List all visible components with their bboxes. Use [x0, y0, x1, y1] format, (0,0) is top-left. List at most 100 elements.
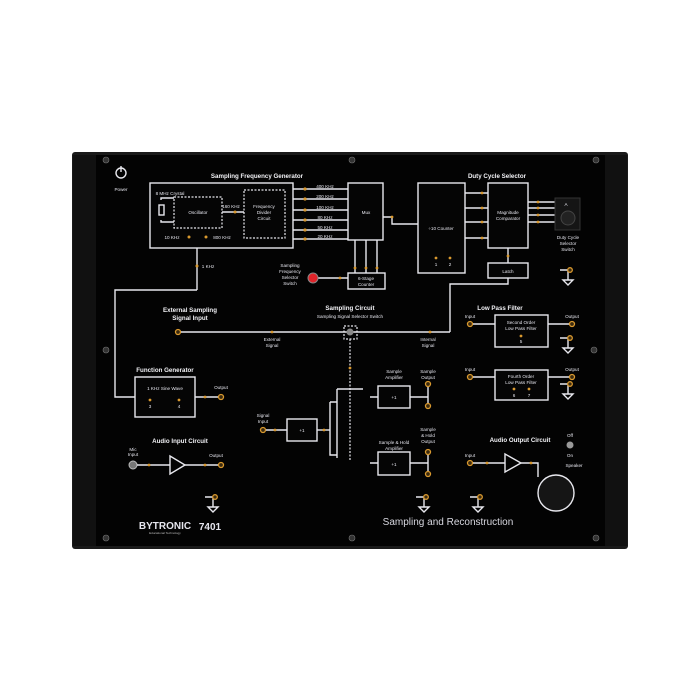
duty-switch-label: Selector	[560, 241, 577, 246]
mic-label: Mic	[129, 447, 137, 452]
pin-label: 6	[513, 393, 516, 398]
function-generator	[134, 376, 196, 418]
freq-output-pin[interactable]	[303, 187, 307, 191]
sampling-subtitle: Sampling Signal Selector Switch	[317, 314, 384, 319]
lpf-output-jack[interactable]	[568, 320, 576, 328]
power-icon[interactable]	[115, 166, 127, 179]
second-order-lpf	[494, 314, 549, 348]
funcgen-output-jack[interactable]	[217, 393, 225, 401]
comparator-label: Magnitude	[497, 210, 519, 215]
audio-out-input-jack[interactable]	[466, 459, 474, 467]
lpf-input-label: Input	[465, 314, 476, 319]
sh-output-jack[interactable]	[424, 448, 432, 456]
crystal-icon	[158, 204, 165, 216]
sample-output-label: Sample	[420, 369, 436, 374]
f1-label: 1 KHz	[202, 264, 215, 269]
lpf-output-jack[interactable]	[568, 373, 576, 381]
ext-input-title: External Sampling	[163, 307, 217, 314]
six-stage-counter	[347, 272, 386, 290]
switch-mark: A	[564, 202, 568, 207]
side-rail-right	[605, 155, 627, 546]
speaker	[537, 474, 575, 512]
brand-logo: BYTRONIC	[139, 521, 191, 532]
ext-input-jack[interactable]	[174, 328, 182, 336]
svg-text:Frequency: Frequency	[279, 269, 301, 274]
screws	[102, 156, 600, 542]
gain-label: +1	[391, 462, 397, 467]
lpf-input-jack[interactable]	[466, 373, 474, 381]
lpf-input-label: Input	[465, 367, 476, 372]
duty-switch-label: Duty Cycle	[557, 235, 580, 240]
sample-amp-label: Amplifier	[385, 375, 403, 380]
audio-in-title: Audio Input Circuit	[152, 438, 208, 445]
divider-label: Circuit	[257, 216, 271, 221]
sample-output-label: Output	[421, 375, 436, 380]
freq-output-label: 400 KHz	[316, 184, 334, 189]
ground-icon[interactable]	[470, 494, 485, 513]
f160-label: 160 KHz	[222, 204, 240, 209]
speaker-toggle-switch[interactable]	[566, 441, 574, 449]
comparator-label: Comparator	[496, 216, 521, 221]
side-rail-left	[73, 155, 96, 546]
freq-output-pin[interactable]	[303, 218, 307, 222]
brand-subtitle: Educational Technology	[149, 531, 181, 535]
ground-icon[interactable]	[560, 381, 575, 400]
counter6-label: 6-Stage	[358, 276, 375, 281]
amplifier-icon	[504, 452, 523, 474]
lpf-output-label: Output	[565, 367, 580, 372]
freq-output-label: 100 KHz	[316, 205, 334, 210]
freq-output-pin[interactable]	[303, 208, 307, 212]
sfg-title: Sampling Frequency Generator	[211, 173, 304, 180]
sh-amp-label: Amplifier	[385, 446, 403, 451]
ground-icon[interactable]	[205, 494, 220, 513]
external-signal-label: External	[264, 337, 281, 342]
counter10-label: ÷10 Counter	[428, 226, 454, 231]
sampling-frequency-selector-button[interactable]	[307, 272, 319, 284]
gain-label: +1	[391, 395, 397, 400]
divider-block	[243, 189, 286, 239]
freq-output-pin[interactable]	[303, 228, 307, 232]
sh-output-label: Sample	[420, 427, 436, 432]
audio-in-output-label: Output	[209, 453, 224, 458]
fourth-order-lpf	[494, 369, 549, 401]
latch-label: Latch	[502, 269, 514, 274]
oscillator-label: Oscillator	[188, 210, 208, 215]
lpf2-label: Second Order	[507, 320, 536, 325]
mic-label: Input	[128, 452, 139, 457]
duty-title: Duty Cycle Selector	[468, 173, 527, 180]
divider-label: Frequency	[253, 204, 275, 209]
ground-icon[interactable]	[560, 335, 575, 354]
lpf2-label: Low Pass Filter	[505, 326, 537, 331]
freq-output-pin[interactable]	[303, 197, 307, 201]
audio-out-input-label: Input	[465, 453, 476, 458]
ground-icon[interactable]	[560, 267, 575, 286]
sh-amp-label: Sample & Hold	[379, 440, 410, 445]
svg-text:Switch: Switch	[283, 281, 297, 286]
audio-in-output-jack[interactable]	[217, 461, 225, 469]
freq-output-pin[interactable]	[303, 237, 307, 241]
duty-switch-label: Switch	[561, 247, 575, 252]
signal-input-jack[interactable]	[259, 426, 267, 434]
freq-output-label: 80 KHz	[317, 215, 333, 220]
lpf-input-jack[interactable]	[466, 320, 474, 328]
f10-label: 10 KHz	[164, 235, 180, 240]
funcgen-wave: 1 KHz Sine Wave	[147, 386, 183, 391]
svg-text:Sampling: Sampling	[280, 263, 300, 268]
ext-input-title: Signal Input	[172, 315, 207, 322]
pin-label: 4	[178, 404, 181, 409]
freq-output-label: 20 KHz	[317, 234, 333, 239]
funcgen-output-label: Output	[214, 385, 229, 390]
freq-output-label: 200 KHz	[316, 194, 334, 199]
internal-signal-label: Signal	[422, 343, 435, 348]
power-label: Power	[114, 187, 127, 192]
ground-icon[interactable]	[416, 494, 431, 513]
mic-input-jack[interactable]	[128, 460, 138, 470]
pin-label: 1	[435, 262, 438, 267]
panel-title: Sampling and Reconstruction	[383, 517, 514, 528]
sample-output-jack[interactable]	[424, 380, 432, 388]
signal-input-label: Signal	[257, 413, 270, 418]
freq-output-label: 50 KHz	[317, 225, 333, 230]
lpf4-label: Low Pass Filter	[505, 380, 537, 385]
